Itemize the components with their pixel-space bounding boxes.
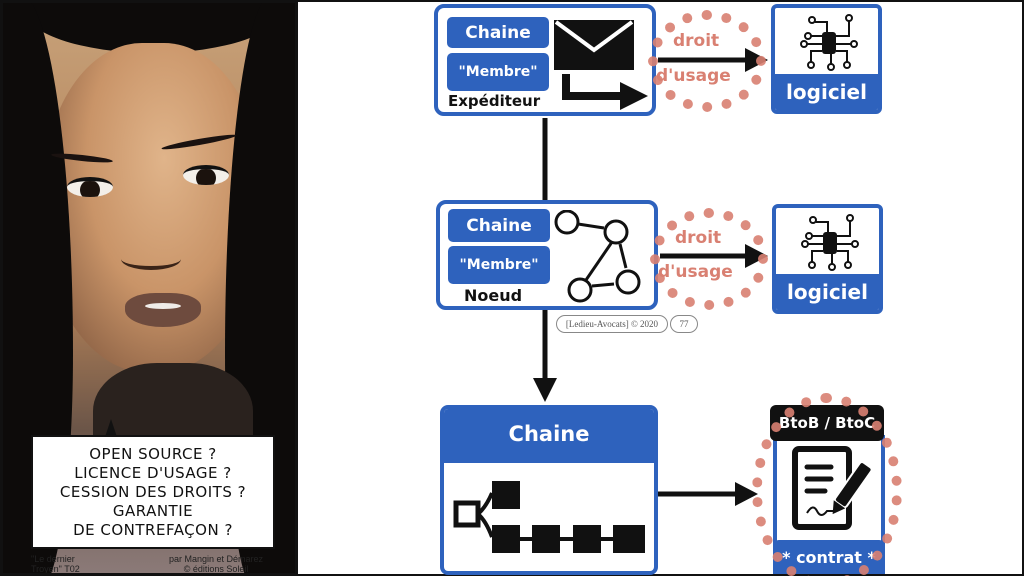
usage-right-ring [650,208,768,310]
speech-bubble: OPEN SOURCE ? LICENCE D'USAGE ? CESSION … [31,419,275,549]
comic-eye-right [183,165,229,185]
software-label: logiciel [775,74,878,110]
comic-lips [125,293,201,327]
chain-title: Chaine [444,409,654,463]
comic-author-credit: par Mangin et Démarez © éditions Soleil [169,554,264,574]
node-chain-pill: Chaine [448,209,550,242]
comic-nose [121,248,181,270]
usage-right-ring [648,10,766,112]
arrowhead-down [533,378,557,402]
bubble-line: CESSION DES DROITS ? [59,482,247,501]
credit-line: "Le dernier [31,554,75,564]
chain-block: Chaine [440,405,658,575]
sender-block: Chaine "Membre" Expéditeur [434,4,656,116]
credit-line: Troyen" T02 [31,564,80,574]
envelope-send-icon [554,20,648,110]
sender-role-label: Expéditeur [448,92,541,110]
usage-right-label: d'usage [656,66,731,86]
circuit-chip-icon [800,14,858,71]
comic-title-credit: "Le dernier Troyen" T02 [31,554,80,574]
node-role-label: Noeud [464,286,523,305]
network-nodes-icon [554,210,641,303]
circuit-chip-icon [801,214,859,271]
credit-line: par Mangin et Démarez [169,554,264,564]
bubble-line: OPEN SOURCE ? [89,444,217,463]
usage-right-label: droit [675,228,722,248]
node-member-pill: "Membre" [448,246,550,284]
blockchain-icon [453,481,645,553]
bubble-line: LICENCE D'USAGE ? [74,463,232,482]
arrowhead-right [735,482,758,506]
copyright-label: [Ledieu-Avocats] © 2020 [556,315,668,333]
usage-right-label: d'usage [658,262,733,282]
comic-panel: OPEN SOURCE ? LICENCE D'USAGE ? CESSION … [0,0,298,576]
page-number: 77 [670,315,698,333]
bubble-line: DE CONTREFAÇON ? [73,520,233,539]
usage-right-label: droit [673,31,720,51]
contract-highlight-ring [752,393,902,576]
software-block: logiciel [771,4,882,114]
credit-line: © éditions Soleil [183,564,249,574]
sender-member-pill: "Membre" [447,53,549,91]
software-label: logiciel [776,274,879,310]
sender-chain-pill: Chaine [447,17,549,48]
software-block: logiciel [772,204,883,314]
bubble-line: GARANTIE [112,501,194,520]
comic-eye-left [67,177,113,197]
node-block: Chaine "Membre" Noeud [436,200,658,310]
